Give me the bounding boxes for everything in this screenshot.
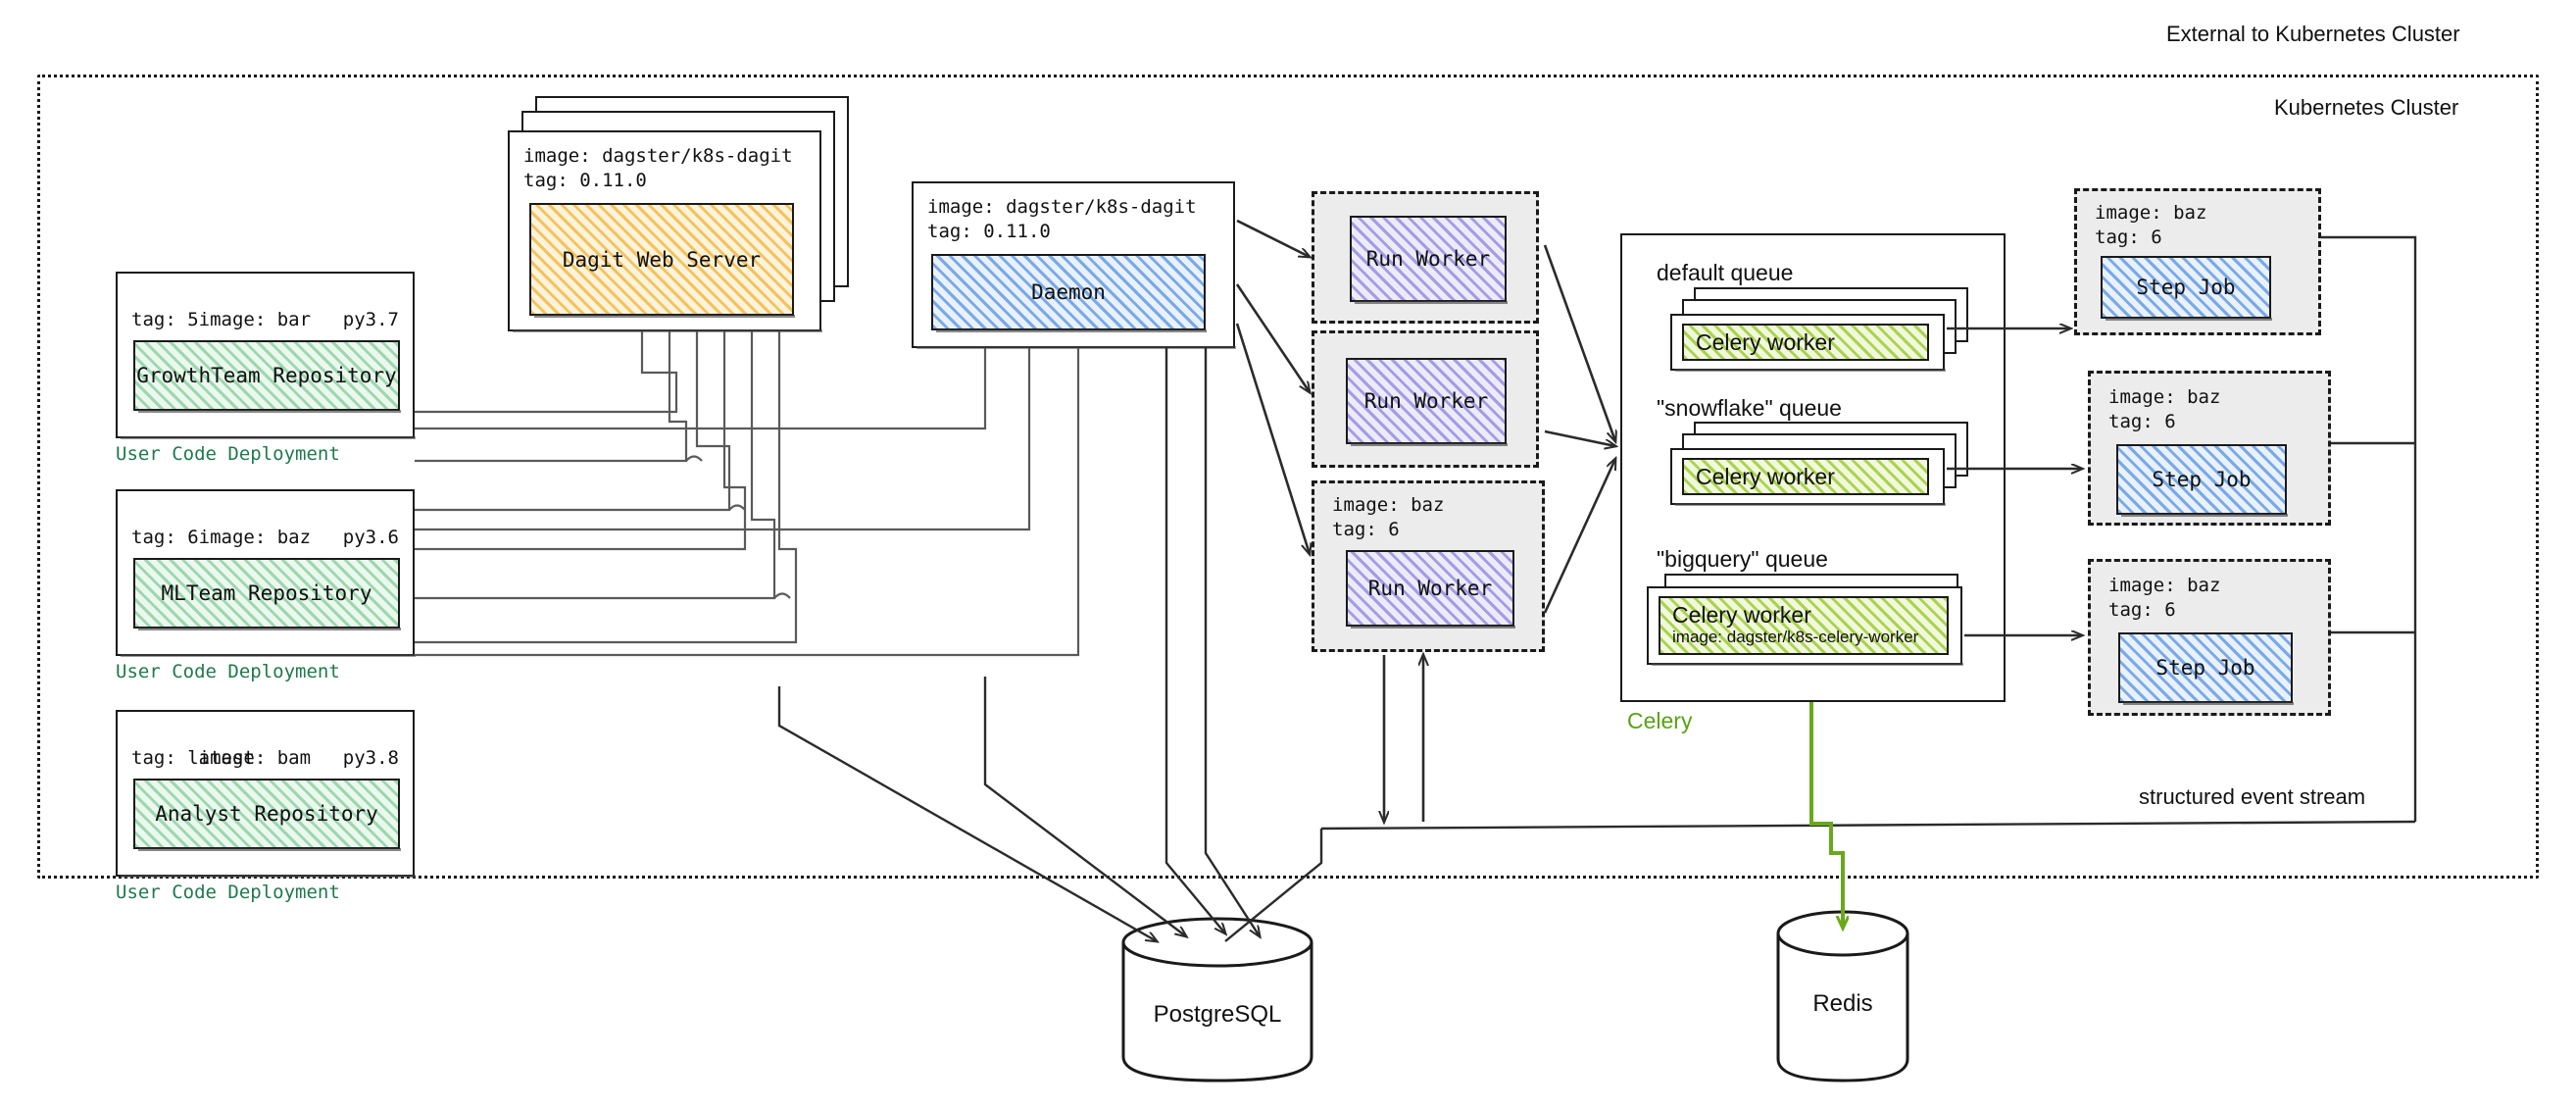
external-cluster-label: External to Kubernetes Cluster <box>2166 22 2460 46</box>
celery-worker-card[interactable]: Celery worker image: dagster/k8s-celery-… <box>1647 586 1963 666</box>
celery-worker-label: Celery worker <box>1672 602 1811 628</box>
redis-database[interactable]: Redis <box>1774 910 1911 1084</box>
step-job-pod[interactable]: image: baz tag: 6 Step Job <box>2088 559 2331 716</box>
run-worker-box[interactable]: Run Worker <box>1346 550 1515 629</box>
repository-box[interactable]: Analyst Repository <box>133 779 401 851</box>
user-code-image-meta: image: bar py3.7 <box>131 283 399 357</box>
celery-worker-label: Celery worker <box>1696 328 1835 355</box>
user-code-deployment-caption: User Code Deployment <box>116 881 340 903</box>
celery-worker-box[interactable]: Celery worker <box>1682 458 1929 495</box>
step-job-image: image: baz <box>2108 386 2221 408</box>
celery-worker-card[interactable]: Celery worker <box>1670 448 1946 506</box>
run-worker-pod[interactable]: Run Worker <box>1312 330 1539 468</box>
run-worker-pod[interactable]: image: baz tag: 6 Run Worker <box>1312 480 1545 652</box>
celery-label: Celery <box>1627 708 1693 733</box>
step-job-box[interactable]: Step Job <box>2116 444 2288 517</box>
daemon-image: image: dagster/k8s-dagit <box>927 196 1197 218</box>
user-code-image-meta: image: baz py3.6 <box>131 501 399 575</box>
cylinder-shape <box>1121 917 1313 1083</box>
step-job-tag: tag: 6 <box>2095 227 2162 248</box>
structured-event-stream-label: structured event stream <box>2139 784 2366 809</box>
user-code-python: py3.8 <box>342 747 399 769</box>
user-code-image: image: bam <box>198 747 312 769</box>
daemon-box[interactable]: Daemon <box>931 254 1207 332</box>
user-code-image: image: baz <box>198 527 312 548</box>
celery-worker-label: Celery worker <box>1696 463 1835 489</box>
postgresql-database[interactable]: PostgreSQL <box>1119 917 1315 1083</box>
redis-label: Redis <box>1812 990 1873 1017</box>
queue-label-snowflake: "snowflake" queue <box>1657 395 1842 421</box>
run-worker-box[interactable]: Run Worker <box>1346 358 1508 446</box>
run-worker-tag: tag: 6 <box>1332 519 1400 540</box>
daemon-tag: tag: 0.11.0 <box>927 221 1051 242</box>
celery-worker-box[interactable]: Celery worker image: dagster/k8s-celery-… <box>1659 596 1949 655</box>
dagit-tag: tag: 0.11.0 <box>523 170 647 191</box>
postgresql-label: PostgreSQL <box>1153 1001 1282 1028</box>
user-code-tag: tag: 6 <box>131 527 199 548</box>
step-job-pod[interactable]: image: baz tag: 6 Step Job <box>2074 188 2321 335</box>
user-code-deployment-card[interactable]: image: bam py3.8 tag: latest Analyst Repo… <box>116 710 416 878</box>
user-code-python: py3.7 <box>342 309 399 330</box>
queue-label-bigquery: "bigquery" queue <box>1657 546 1828 572</box>
user-code-python: py3.6 <box>342 527 399 548</box>
step-job-box[interactable]: Step Job <box>2101 256 2272 321</box>
step-job-image: image: baz <box>2095 202 2207 224</box>
user-code-image-meta: image: bam py3.8 <box>131 722 399 795</box>
run-worker-box[interactable]: Run Worker <box>1350 216 1508 304</box>
step-job-tag: tag: 6 <box>2108 411 2176 432</box>
dagit-web-server-card[interactable]: image: dagster/k8s-dagit tag: 0.11.0 Dag… <box>508 130 822 332</box>
user-code-deployment-card[interactable]: image: baz py3.6 tag: 6 MLTeam Repository <box>116 489 416 657</box>
user-code-deployment-caption: User Code Deployment <box>116 443 340 465</box>
repository-box[interactable]: MLTeam Repository <box>133 558 401 630</box>
user-code-image: image: bar <box>198 309 312 330</box>
queue-label-default: default queue <box>1657 260 1794 285</box>
dagit-image: image: dagster/k8s-dagit <box>523 145 793 167</box>
user-code-tag: tag: 5 <box>131 309 199 330</box>
daemon-card[interactable]: image: dagster/k8s-dagit tag: 0.11.0 Dae… <box>912 181 1236 349</box>
step-job-tag: tag: 6 <box>2108 599 2176 621</box>
celery-worker-card[interactable]: Celery worker <box>1670 314 1946 372</box>
user-code-tag: tag: latest <box>131 747 255 769</box>
repository-box[interactable]: GrowthTeam Repository <box>133 340 401 413</box>
user-code-deployment-card[interactable]: image: bar py3.7 tag: 5 GrowthTeam Reposi… <box>116 272 416 439</box>
run-worker-image: image: baz <box>1332 494 1445 516</box>
step-job-pod[interactable]: image: baz tag: 6 Step Job <box>2088 371 2331 526</box>
user-code-deployment-caption: User Code Deployment <box>116 661 340 682</box>
celery-worker-box[interactable]: Celery worker <box>1682 324 1929 361</box>
dagit-web-server-box[interactable]: Dagit Web Server <box>529 203 795 318</box>
step-job-image: image: baz <box>2108 575 2221 596</box>
run-worker-pod[interactable]: Run Worker <box>1312 191 1539 324</box>
kubernetes-cluster-label: Kubernetes Cluster <box>2274 95 2459 120</box>
step-job-box[interactable]: Step Job <box>2118 632 2294 705</box>
celery-worker-image: image: dagster/k8s-celery-worker <box>1672 628 1919 646</box>
